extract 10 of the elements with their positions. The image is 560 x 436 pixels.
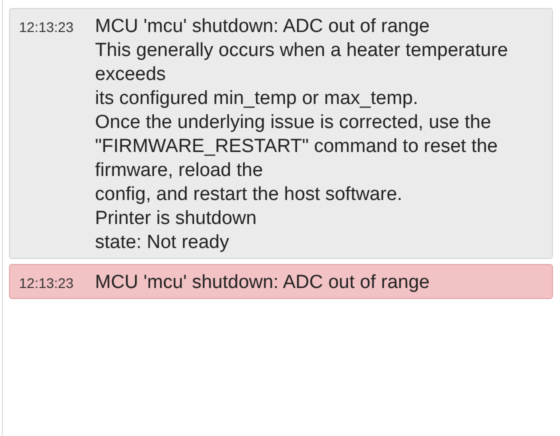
timestamp: 12:13:23 <box>19 18 74 37</box>
log-message: state: Not ready <box>95 231 230 255</box>
timestamp: 12:13:23 <box>19 274 74 293</box>
log-message: MCU 'mcu' shutdown: ADC out of range <box>95 15 431 39</box>
log-entry <box>9 8 553 259</box>
log-message: MCU 'mcu' shutdown: ADC out of range <box>95 271 431 295</box>
log-message: Printer is shutdown <box>95 207 258 231</box>
error-log-entry <box>9 264 553 299</box>
log-message: its configured min_temp or max_temp. <box>95 87 420 111</box>
log-message: config, and restart the host software. <box>95 183 404 207</box>
